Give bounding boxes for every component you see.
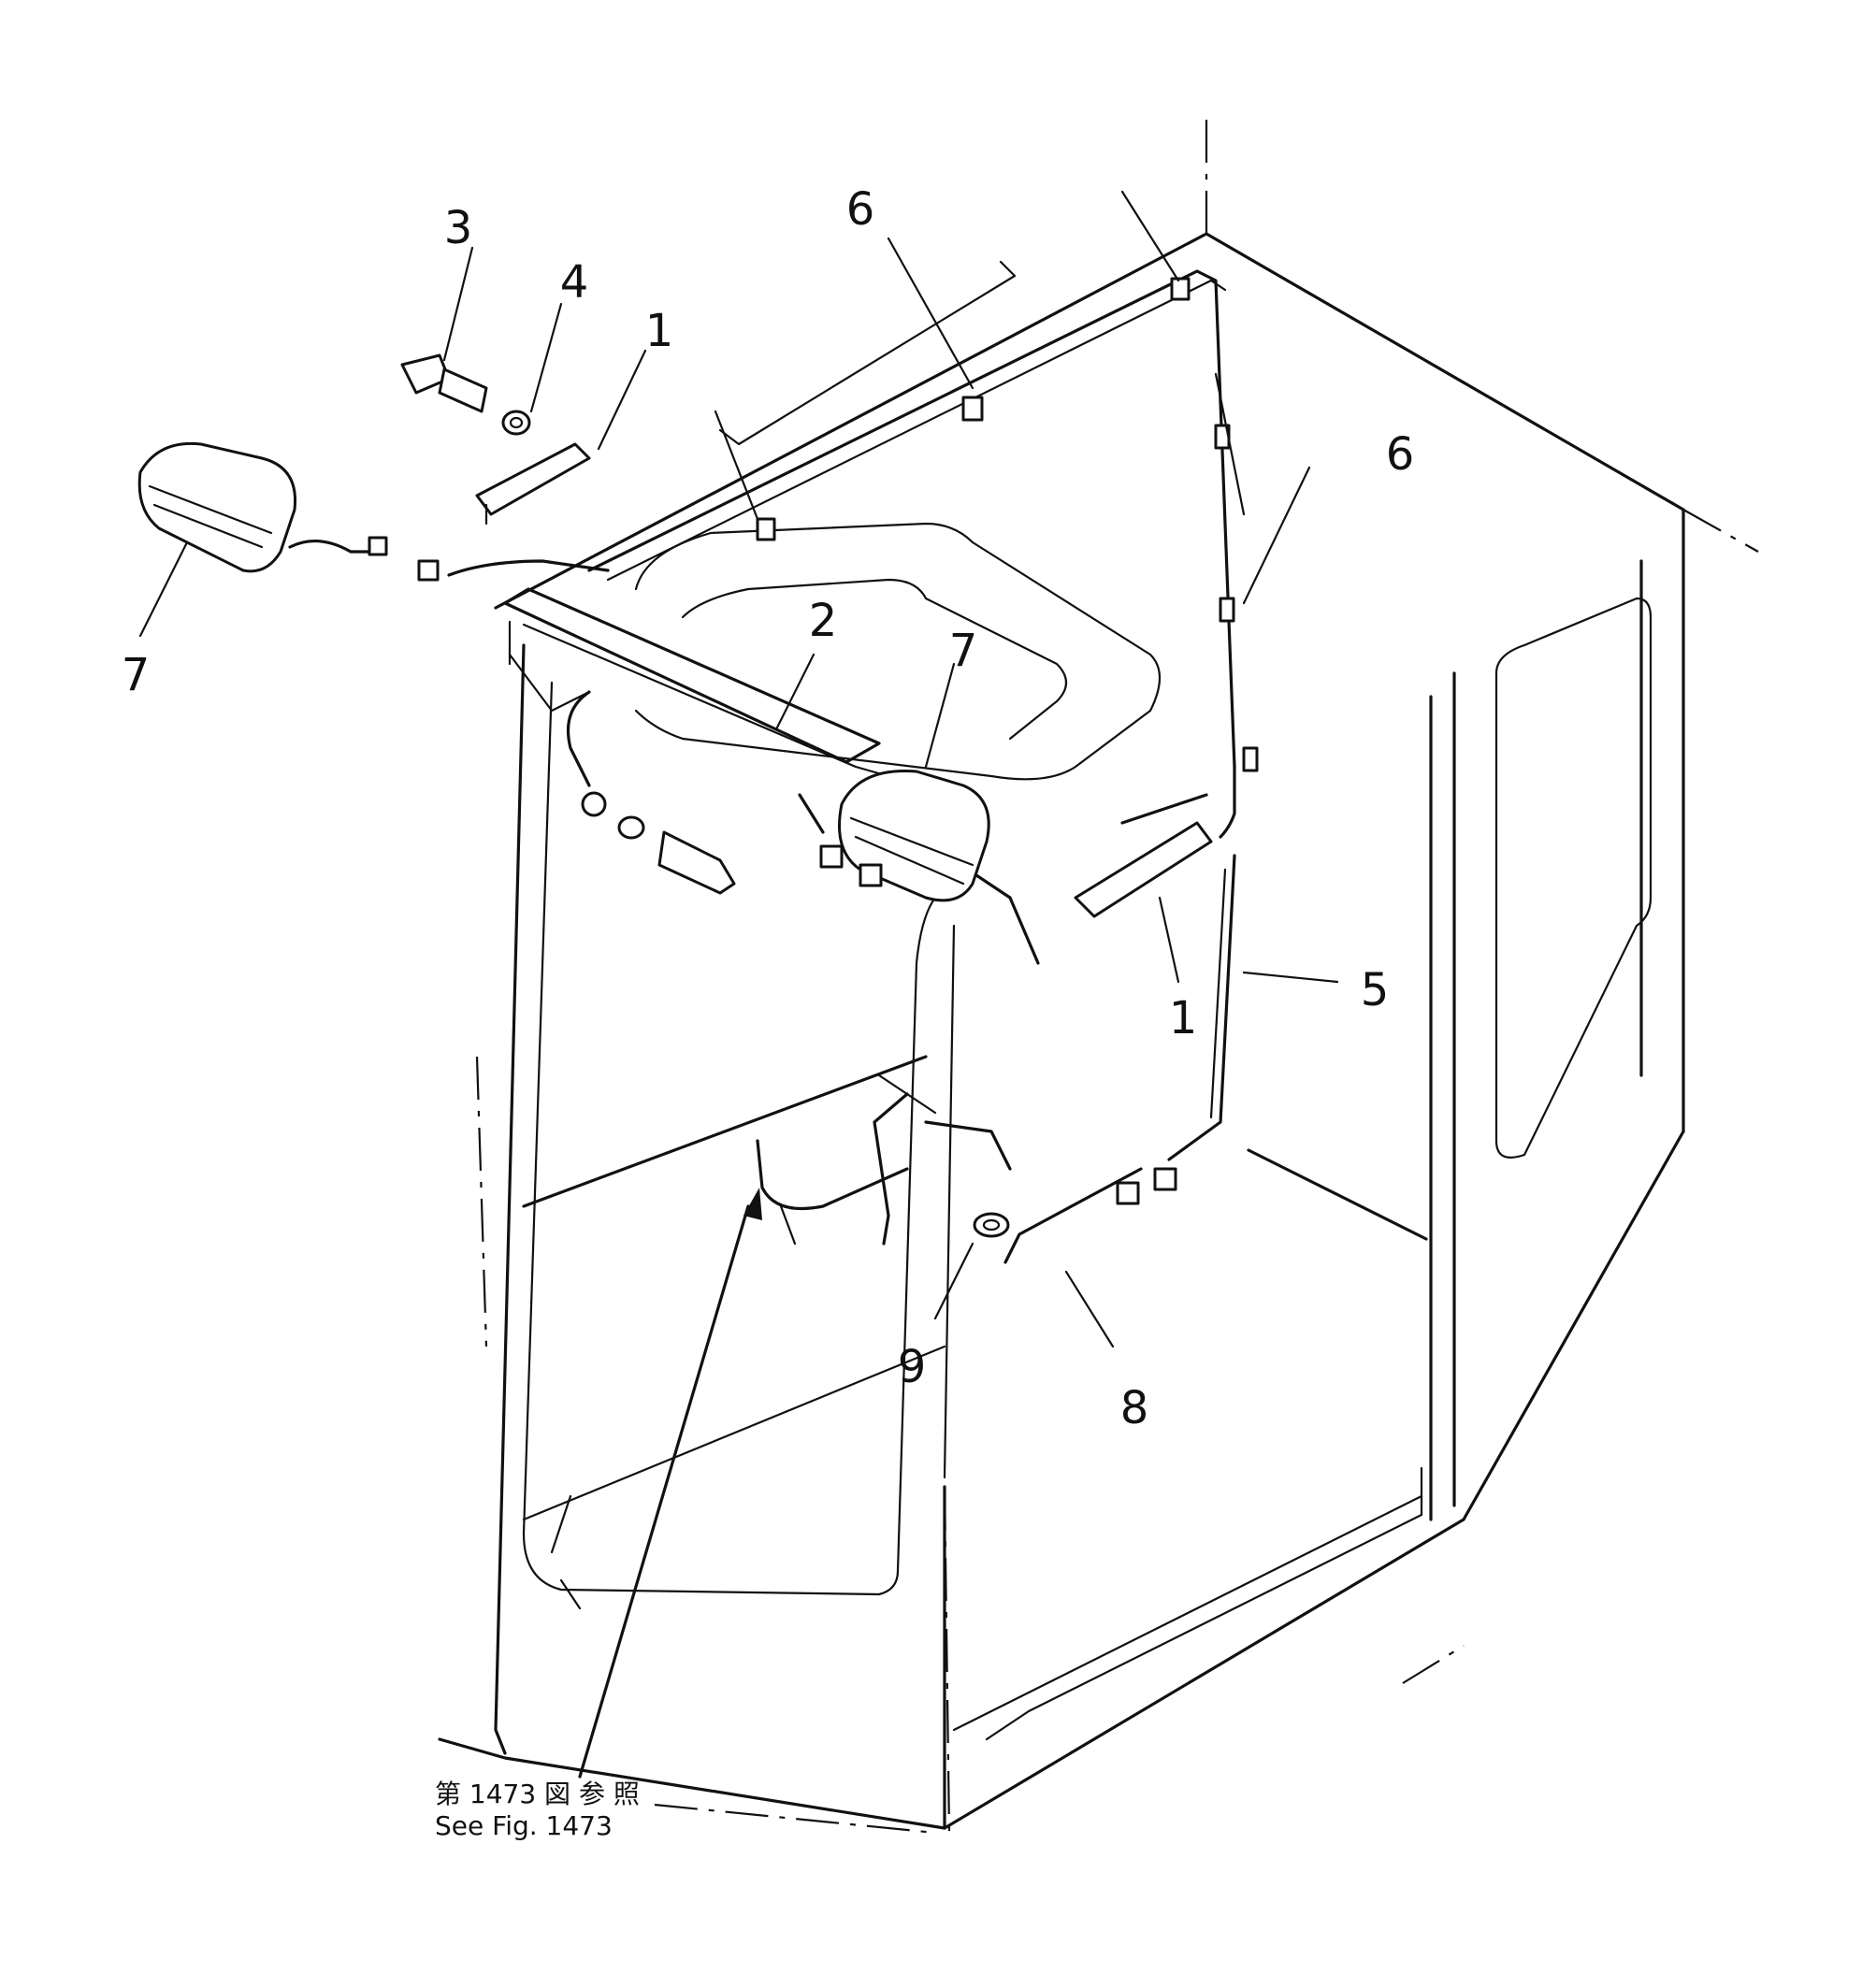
grommet [973, 1212, 1010, 1238]
callout-5: 5 [1361, 964, 1390, 1016]
callout-1-top: 1 [645, 305, 674, 357]
work-light-left [137, 441, 297, 573]
reference-en: See Fig. 1473 [435, 1810, 613, 1841]
connectors [368, 277, 1259, 1205]
callout-2: 2 [809, 595, 838, 647]
washer [501, 410, 531, 436]
callout-9: 9 [898, 1341, 927, 1393]
bracket-upper [475, 442, 591, 526]
callout-6-top: 6 [846, 183, 875, 236]
callout-6-right: 6 [1386, 428, 1415, 481]
callout-1-bottom: 1 [1169, 992, 1198, 1044]
pillar-bolt [581, 791, 736, 895]
leader-lines [138, 190, 1339, 1779]
callout-4: 4 [560, 256, 589, 309]
callout-7-left: 7 [122, 649, 151, 701]
bracket-lower [1074, 821, 1213, 918]
callout-8: 8 [1120, 1382, 1149, 1434]
bolt [400, 353, 488, 413]
callout-7-center: 7 [949, 625, 978, 677]
reference-note: 第 1473 図 参 照 See Fig. 1473 [435, 1779, 640, 1841]
callout-3: 3 [444, 202, 473, 254]
callout-numbers: 3 4 1 6 6 7 2 7 5 1 9 8 [122, 183, 1415, 1434]
wiring-harness [288, 269, 1236, 1264]
reference-jp: 第 1473 図 参 照 [435, 1779, 640, 1809]
cab-frame [438, 112, 1759, 1835]
